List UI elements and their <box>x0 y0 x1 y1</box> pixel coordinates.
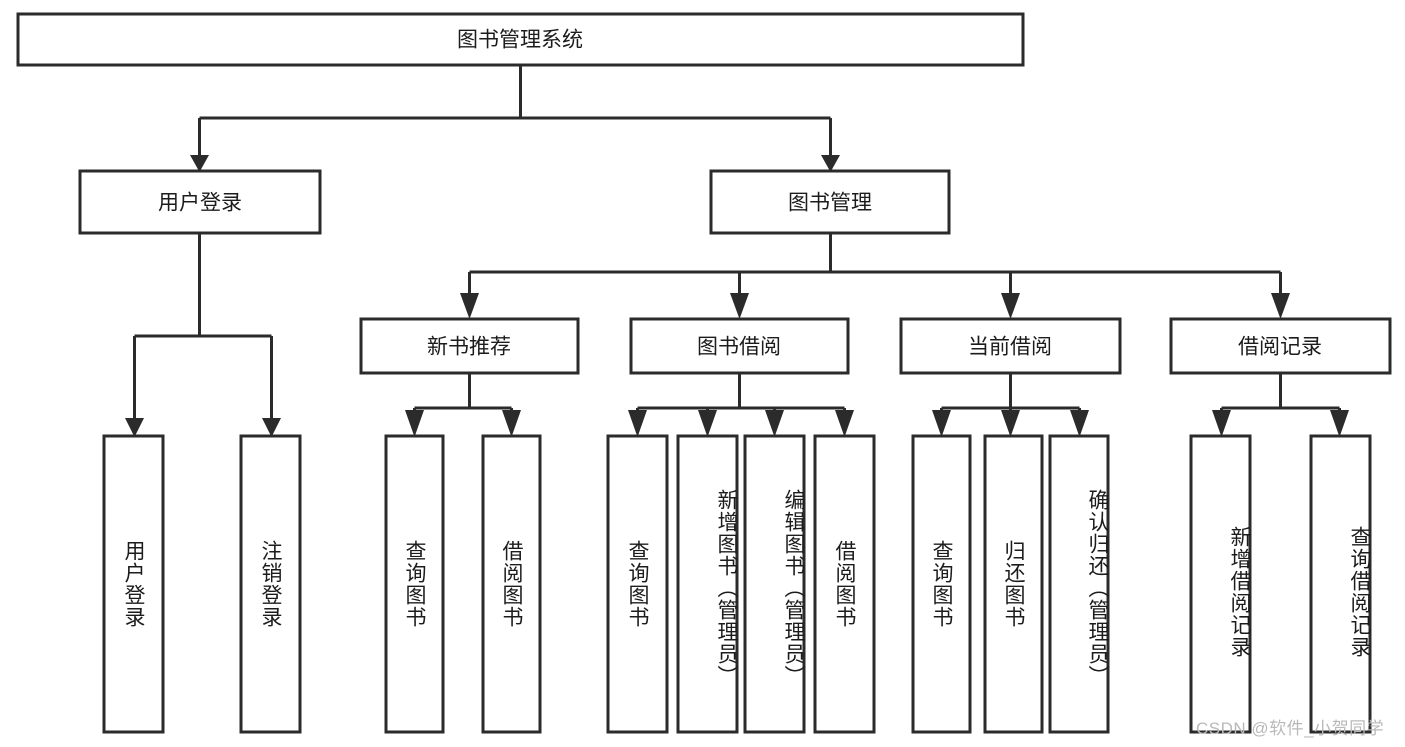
arrow-head-leaf-add-book <box>698 410 717 437</box>
node-root-label: 图书管理系统 <box>457 29 583 52</box>
arrow-head-leaf-query-book-b <box>628 410 647 437</box>
node-borrow-record-box[interactable] <box>1169 317 1392 375</box>
csdn-watermark: CSDN @软件_小贺同学 <box>1196 719 1385 738</box>
arrow-head-leaf-borrow-book-b <box>835 410 854 437</box>
node-book-mgmt-box[interactable] <box>709 169 951 235</box>
arrow-head-leaf-query-book-c <box>932 410 951 437</box>
arrow-head-leaf-borrow-book-a <box>502 410 521 437</box>
leaf-edit-book-box[interactable] <box>743 434 806 734</box>
leaf-query-record-box[interactable] <box>1309 434 1372 734</box>
leaf-query-book-c-box[interactable] <box>911 434 972 734</box>
arrow-head-leaf-add-record <box>1212 410 1231 437</box>
leaf-logout-box[interactable] <box>239 434 302 734</box>
node-user-login-box[interactable] <box>78 169 322 235</box>
leaf-return-book-box[interactable] <box>983 434 1044 734</box>
leaf-borrow-book-a-box[interactable] <box>481 434 542 734</box>
leaf-add-record-box[interactable] <box>1189 434 1252 734</box>
node-current-borrow-box[interactable] <box>899 317 1122 375</box>
arrow-head-leaf-edit-book <box>765 410 784 437</box>
arrow-head-borrow-record <box>1271 293 1290 319</box>
leaf-borrow-book-b-box[interactable] <box>813 434 876 734</box>
connector-group-current-borrow <box>932 373 1089 437</box>
arrow-head-leaf-confirm-return <box>1070 410 1089 437</box>
connector-group-book-borrow <box>628 373 854 437</box>
arrow-head-user-login <box>190 155 209 172</box>
arrow-head-new-book-recommend <box>460 293 479 319</box>
arrow-head-leaf-query-record <box>1330 410 1349 437</box>
arrow-head-book-mgmt <box>821 155 840 172</box>
node-borrow-record-label: 借阅记录 <box>1238 336 1322 359</box>
arrow-head-leaf-logout <box>262 418 281 437</box>
node-book-borrow-box[interactable] <box>629 317 850 375</box>
leaf-query-book-b-box[interactable] <box>606 434 669 734</box>
connector-group-user-login <box>125 233 281 437</box>
arrow-head-leaf-return-book <box>1001 410 1020 437</box>
leaf-user-login-box[interactable] <box>102 434 165 734</box>
arrow-head-current-borrow <box>1001 293 1020 319</box>
leaf-query-book-a-box[interactable] <box>384 434 445 734</box>
node-root-box[interactable] <box>16 12 1025 67</box>
node-book-borrow-label: 图书借阅 <box>697 336 781 359</box>
arrow-head-leaf-user-login <box>125 418 144 437</box>
connector-group-root <box>190 64 840 172</box>
node-new-book-recommend-label: 新书推荐 <box>427 336 511 359</box>
node-book-mgmt-label: 图书管理 <box>788 192 872 215</box>
connector-group-book-mgmt <box>460 233 1290 319</box>
leaf-confirm-return-box[interactable] <box>1048 434 1110 734</box>
connector-group-new-book-recommend <box>405 373 521 437</box>
node-user-login-label: 用户登录 <box>158 192 242 215</box>
node-new-book-recommend-box[interactable] <box>359 317 580 375</box>
arrow-head-book-borrow <box>730 293 749 319</box>
leaf-add-book-box[interactable] <box>676 434 739 734</box>
node-current-borrow-label: 当前借阅 <box>968 336 1052 359</box>
connector-group-borrow-record <box>1212 373 1349 437</box>
arrow-head-leaf-query-book-a <box>405 410 424 437</box>
